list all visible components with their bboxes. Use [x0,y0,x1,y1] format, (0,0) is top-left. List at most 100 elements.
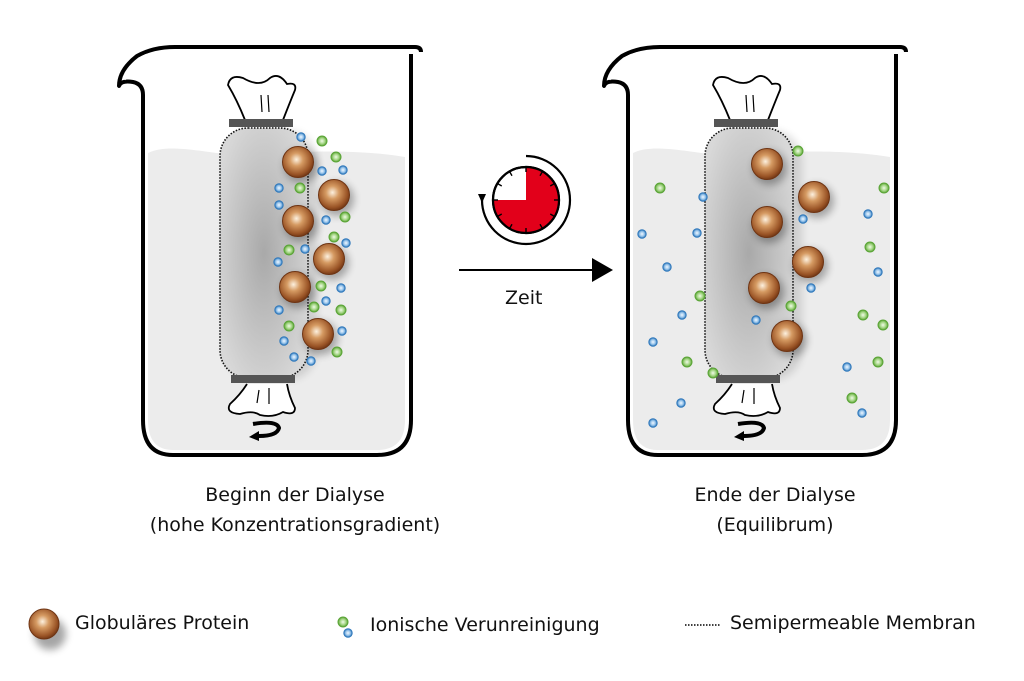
legend-ion-label: Ionische Verunreinigung [370,614,600,636]
protein-particle [798,181,830,213]
ion-blue-particle [692,228,702,238]
ion-blue-particle [677,310,687,320]
ion-green-particle [846,392,858,404]
ion-blue-particle [676,398,686,408]
timer-tick [549,182,555,187]
protein-particle [282,146,314,178]
ion-blue-particle [273,257,283,267]
ion-blue-particle [857,408,867,418]
ion-green-particle [694,290,706,302]
ion-green-particle [331,346,343,358]
timer-icon [478,154,572,246]
beaker-outline [117,45,423,457]
ion-blue-particle [279,336,289,346]
rotation-arrow [480,154,572,246]
time-arrow [459,258,613,282]
timer-tick [497,182,503,187]
ion-green-particle [872,356,884,368]
knot-fold-lines [256,388,270,404]
protein-particle [751,148,783,180]
ion-blue-particle [341,238,351,248]
ion-green-particle [330,151,342,163]
ion-blue-particle [289,352,299,362]
beaker-start [117,45,423,457]
knot-fold-lines [745,94,755,113]
ion-blue-particle [296,132,306,142]
ion-blue-particle [338,165,348,175]
stirring-arrow-icon [252,420,282,438]
timer-elapsed-sector [493,167,559,233]
bag-bottom-knot [227,383,296,417]
dialysis-membrane [704,127,794,379]
ion-blue-particle [337,326,347,336]
timer-tick [508,171,513,177]
stirring-arrowhead [249,431,259,441]
protein-particle [771,320,803,352]
ion-green-particle [328,231,340,243]
beaker-outline [602,45,908,457]
bag-top-clip [714,119,778,127]
caption-end-title: Ende der Dialyse [694,484,856,506]
protein-particle [313,243,345,275]
ion-blue-particle [648,337,658,347]
ion-blue-particle [300,244,310,254]
protein-particle [282,205,314,237]
ion-green-particle [792,145,804,157]
ion-green-particle [878,182,890,194]
ion-blue-particle [317,166,327,176]
caption-start-title: Beginn der Dialyse [205,484,385,506]
ion-green-particle [785,300,797,312]
rotation-arrowhead [478,194,486,203]
ion-green-particle [864,241,876,253]
ion-blue-particle [698,192,708,202]
ion-green-particle [339,211,351,223]
beaker-rim-highlight [124,49,417,81]
timer-tick [539,223,544,229]
ion-blue-particle [274,305,284,315]
ion-blue-particle [842,362,852,372]
dialysis-membrane [219,127,309,379]
ion-green-particle [654,182,666,194]
protein-particle [279,271,311,303]
caption-start: Beginn der Dialyse (hohe Konzentrationsg… [80,480,510,540]
ion-blue-particle [873,267,883,277]
caption-end: Ende der Dialyse (Equilibrum) [580,480,970,540]
stirring-arrowhead [734,431,744,441]
legend-membrane-label: Semipermeable Membran [730,612,976,634]
knot-fold-lines [260,94,270,113]
ion-green-particle [283,320,295,332]
protein-particle [748,272,780,304]
timer-tick [497,213,503,218]
protein-particle [751,206,783,238]
caption-start-subtitle: (hohe Konzentrationsgradient) [149,514,441,536]
ion-blue-particle [336,283,346,293]
ion-blue-particle [751,315,761,325]
bag-bottom-clip [716,375,780,383]
legend-protein-label: Globuläres Protein [75,612,250,634]
ion-blue-particle [806,283,816,293]
beaker-end [602,45,908,457]
ion-green-particle [335,304,347,316]
ion-blue-particle [863,209,873,219]
ion-green-particle [707,367,719,379]
ion-blue-particle [274,183,284,193]
ion-green-particle [857,309,869,321]
ion-green-particle [315,280,327,292]
ion-blue-particle [274,200,284,210]
ion-green-particle [681,356,693,368]
bag-top-clip [229,119,293,127]
legend-ion-icon [337,616,353,638]
bag-bottom-knot [712,383,781,417]
time-label: Zeit [505,287,543,309]
ion-blue-particle [648,418,658,428]
ion-green-particle [308,301,320,313]
protein-particle [302,318,334,350]
ion-green-particle [283,244,295,256]
ion-green-particle [294,182,306,194]
protein-particle [318,179,350,211]
beaker-rim-highlight [609,49,902,81]
timer-tick [539,171,544,177]
ion-green-particle [877,319,889,331]
timer-tick [549,213,555,218]
